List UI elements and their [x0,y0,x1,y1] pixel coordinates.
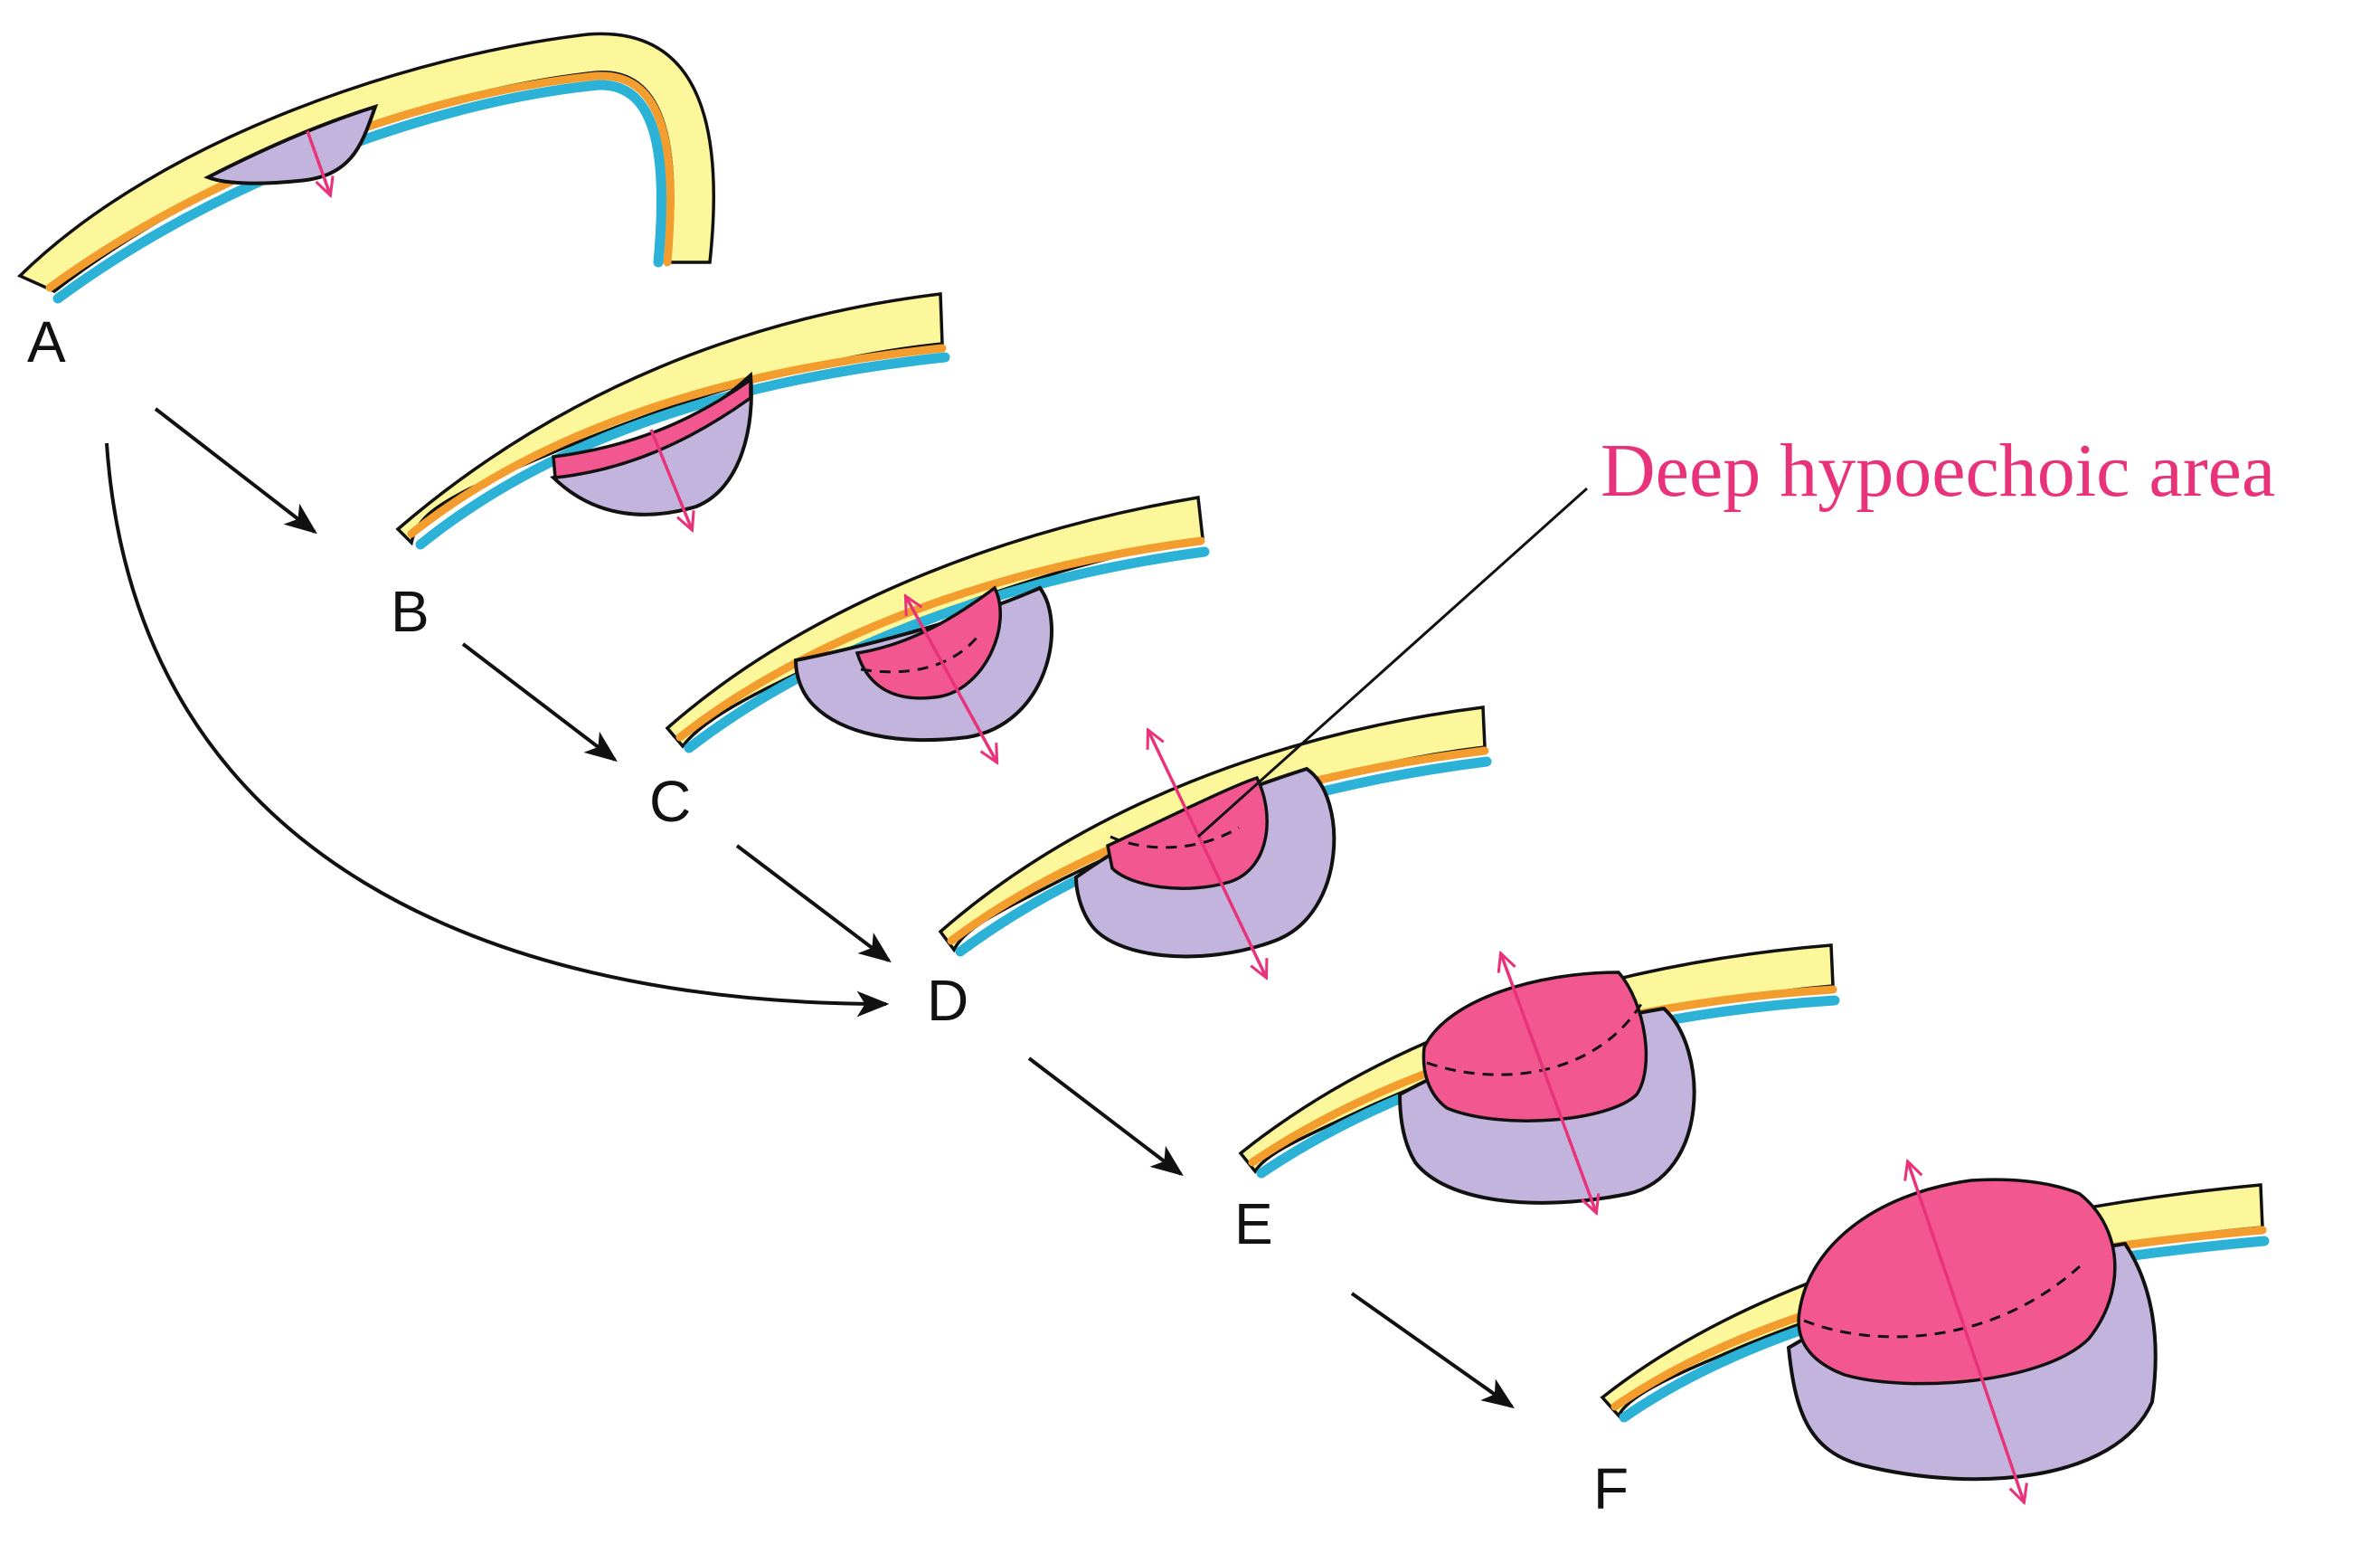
flow-arrow-c-to-d [735,844,892,963]
stage-c-figure [665,495,1210,762]
stage-a-middle-layer [45,71,675,292]
stage-c-middle-layer [675,536,1205,742]
annotation-label: Deep hypoechoic area [1601,429,2275,513]
flow-arrows [105,407,1515,1409]
stage-b-growth-arrow [649,429,692,529]
flow-arrow-a-to-b [154,407,317,535]
stage-b-hypoechoic-band [552,376,752,479]
stage-label-f: F [1593,1456,1629,1521]
stage-label-d: D [927,968,968,1033]
stage-f-hypoechoic-area [1797,1178,2117,1386]
stage-a-figure [16,32,715,304]
stage-label-e: E [1234,1191,1273,1256]
stage-d-figure [938,706,1492,977]
stage-c-growth-arrow [906,597,996,762]
stage-f-figure [1600,1162,2270,1501]
stage-b-middle-layer [407,344,947,538]
stage-a-inner-layer [52,80,667,304]
stage-e-growth-arrow [1501,954,1596,1212]
flow-arrow-a-to-d [105,442,890,1018]
flow-arrow-b-to-c [461,642,618,763]
annotation-leader-line [1196,487,1589,838]
stage-b-inner-layer [415,352,950,550]
stage-f-growth-arrow [1908,1162,2024,1501]
flow-arrow-d-to-e [1027,1056,1184,1177]
stage-d-growth-arrow [1148,731,1266,977]
stage-e-figure [1238,943,1840,1212]
stage-f-dashed-boundary [1803,1265,2082,1339]
stage-a-growth-arrow [306,130,330,194]
stage-label-b: B [391,579,430,644]
stage-label-a: A [27,309,66,374]
stage-b-figure [395,292,950,550]
stage-a-lesion [203,103,379,185]
flow-arrow-e-to-f [1350,1292,1515,1409]
stage-label-c: C [649,769,691,834]
